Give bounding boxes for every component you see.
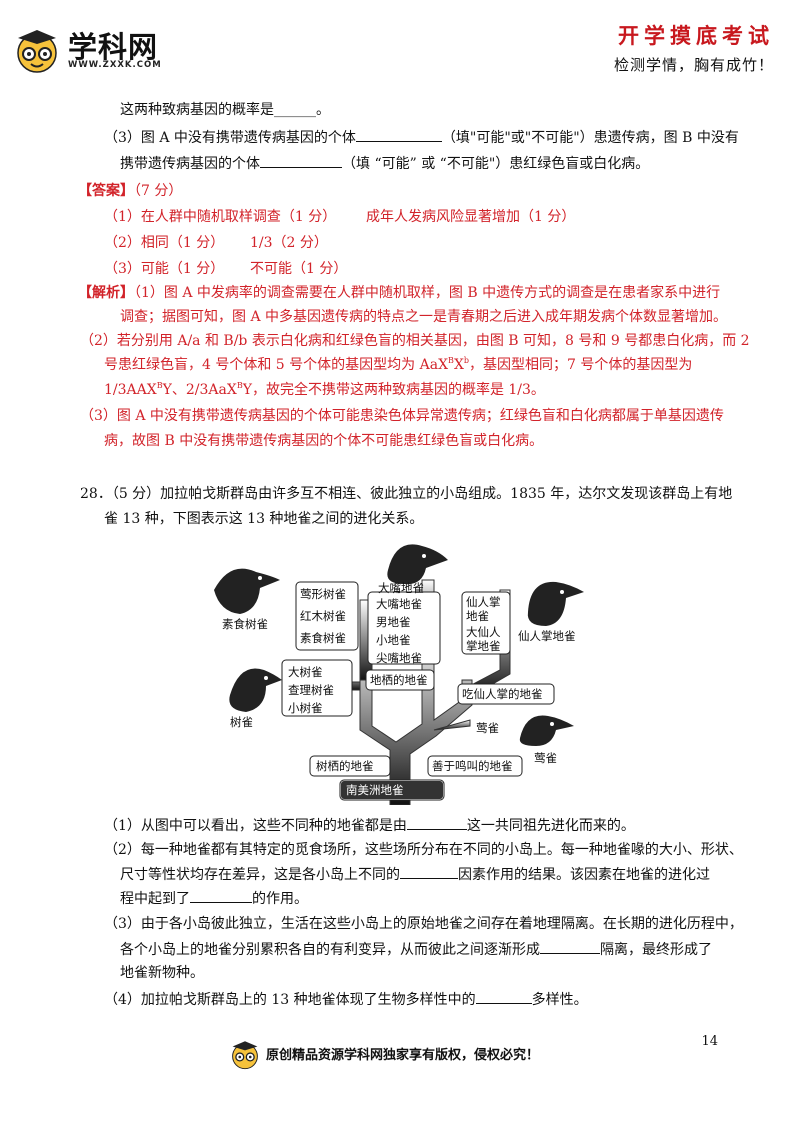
label-ground-4: 尖嘴地雀: [376, 651, 422, 665]
label-tree-3: 小树雀: [288, 701, 323, 715]
site-logo: 学科网 WWW.ZXXK.COM: [14, 24, 164, 76]
label-left-1: 莺形树雀: [300, 587, 346, 601]
finch-head-bigbeak: [387, 544, 448, 585]
answer-3: （3）可能（1 分）: [104, 261, 225, 277]
label-ground-3: 小地雀: [376, 633, 411, 647]
q28-s3a: （3）由于各小岛彼此独立，生活在这些小岛上的原始地雀之间存在着地理隔离。在长期的…: [104, 916, 743, 932]
page-number: 14: [701, 1034, 718, 1049]
answer-header: 【答案】（7 分）: [78, 183, 183, 199]
label-veg-head: 素食树雀: [222, 617, 268, 631]
answer-3b: 不可能（1 分）: [250, 261, 348, 277]
q28-s2a: （2）每一种地雀都有其特定的觅食场所，这些场所分布在不同的小岛上。每一种地雀喙的…: [104, 842, 743, 858]
label-root: 南美洲地雀: [346, 783, 404, 797]
q27-sub3-line2: 携带遗传病基因的个体（填 “可能” 或 “不可能"）患红绿色盲或白化病。: [120, 153, 649, 174]
analysis-p1b: 调查；据图可知，图 A 中多基因遗传病的特点之一是青春期之后进入成年期发病个体数…: [120, 309, 728, 325]
analysis-p2a: （2）若分别用 A/a 和 B/b 表示白化病和红绿色盲的相关基因，由图 B 可…: [80, 333, 750, 349]
footer-text: 原创精品资源学科网独家享有版权，侵权必究！: [266, 1048, 540, 1063]
logo-url: WWW.ZXXK.COM: [68, 60, 162, 70]
q28-s2b: 尺寸等性状均存在差异，这是各小岛上不同的因素作用的结果。该因素在地雀的进化过: [120, 864, 710, 885]
label-tree-ground: 树栖的地雀: [316, 759, 374, 773]
label-warbler: 莺雀: [476, 721, 499, 735]
answer-2: （2）相同（1 分）: [104, 235, 225, 251]
label-warbler-head: 莺雀: [534, 751, 557, 765]
analysis-p3a: （3）图 A 中没有携带遗传病基因的个体可能患染色体异常遗传病；红绿色盲和白化病…: [80, 408, 724, 424]
answer-1b: 成年人发病风险显著增加（1 分）: [366, 209, 576, 225]
label-cactus1-b: 地雀: [466, 609, 489, 623]
label-left-2: 红木树雀: [300, 609, 346, 623]
label-sing: 善于鸣叫的地雀: [432, 759, 513, 773]
label-tree-2: 查理树雀: [288, 683, 334, 697]
owl-face-icon: [232, 1041, 258, 1070]
answer-2b: 1/3（2 分）: [250, 235, 328, 251]
q28-intro-2: 雀 13 种，下图表示这 13 种地雀之间的进化关系。: [104, 511, 424, 527]
label-cactus2-b: 掌地雀: [466, 639, 501, 653]
finch-head-tree: [229, 668, 282, 712]
q28-s4: （4）加拉帕戈斯群岛上的 13 种地雀体现了生物多样性中的多样性。: [104, 989, 588, 1010]
q28-s3c: 地雀新物种。: [120, 965, 204, 981]
label-ground-1: 大嘴地雀: [376, 597, 422, 611]
q28-s1: （1）从图中可以看出，这些不同种的地雀都是由这一共同祖先进化而来的。: [104, 815, 635, 836]
owl-face-icon: [17, 30, 57, 73]
label-ground-2: 男地雀: [376, 615, 411, 629]
finch-head-warbler: [519, 715, 574, 746]
label-cactus1-a: 仙人掌: [466, 595, 501, 609]
q28-intro-1: 28．（5 分）加拉帕戈斯群岛由许多互不相连、彼此独立的小岛组成。1835 年，…: [80, 486, 733, 502]
analysis-p1a: 【解析】（1）图 A 中发病率的调查需要在人群中随机取样，图 B 中遗传方式的调…: [78, 285, 721, 301]
analysis-p3b: 病，故图 B 中没有携带遗传病基因的个体不可能患红绿色盲或白化病。: [104, 433, 544, 449]
label-left-3: 素食树雀: [300, 631, 346, 645]
label-bigbeak-head: 大嘴地雀: [378, 581, 424, 595]
label-tree-head: 树雀: [230, 715, 253, 729]
label-cactus2-a: 大仙人: [466, 625, 501, 639]
header-slogan: 开学摸底考试 检测学情，胸有成竹！: [614, 20, 774, 75]
label-cactus: 吃仙人掌的地雀: [462, 687, 543, 701]
q27-line: 这两种致病基因的概率是______。: [120, 102, 330, 118]
label-cactus-head: 仙人掌地雀: [518, 629, 576, 643]
slogan-sub: 检测学情，胸有成竹！: [613, 56, 774, 74]
finch-head-veg: [214, 568, 280, 614]
analysis-p2c: 1/3AAXBY、2/3AaXBY，故完全不携带这两种致病基因的概率是 1/3。: [104, 381, 545, 399]
footer: 原创精品资源学科网独家享有版权，侵权必究！: [230, 1040, 570, 1070]
q28-s2c: 程中起到了的作用。: [120, 888, 308, 909]
logo-text: 学科网: [68, 30, 159, 64]
finch-head-cactus: [527, 581, 584, 626]
finch-evolution-diagram: 南美洲地雀 树栖的地雀 善于鸣叫的地雀 地栖的地雀 吃仙人掌的地雀 莺雀 莺雀 …: [214, 544, 584, 805]
label-ground: 地栖的地雀: [370, 673, 428, 687]
q28-s3b: 各个小岛上的地雀分别累积各自的有利变异，从而彼此之间逐渐形成隔离，最终形成了: [120, 939, 712, 960]
slogan-main: 开学摸底考试: [618, 23, 774, 48]
analysis-p2b: 号患红绿色盲，4 号个体和 5 号个体的基因型均为 AaXBXb，基因型相同；7…: [104, 356, 693, 374]
q27-sub3-line1: （3）图 A 中没有携带遗传病基因的个体（填"可能"或"不可能"）患遗传病，图 …: [104, 127, 739, 148]
answer-1: （1）在人群中随机取样调查（1 分）: [104, 209, 337, 225]
label-tree-1: 大树雀: [288, 665, 323, 679]
